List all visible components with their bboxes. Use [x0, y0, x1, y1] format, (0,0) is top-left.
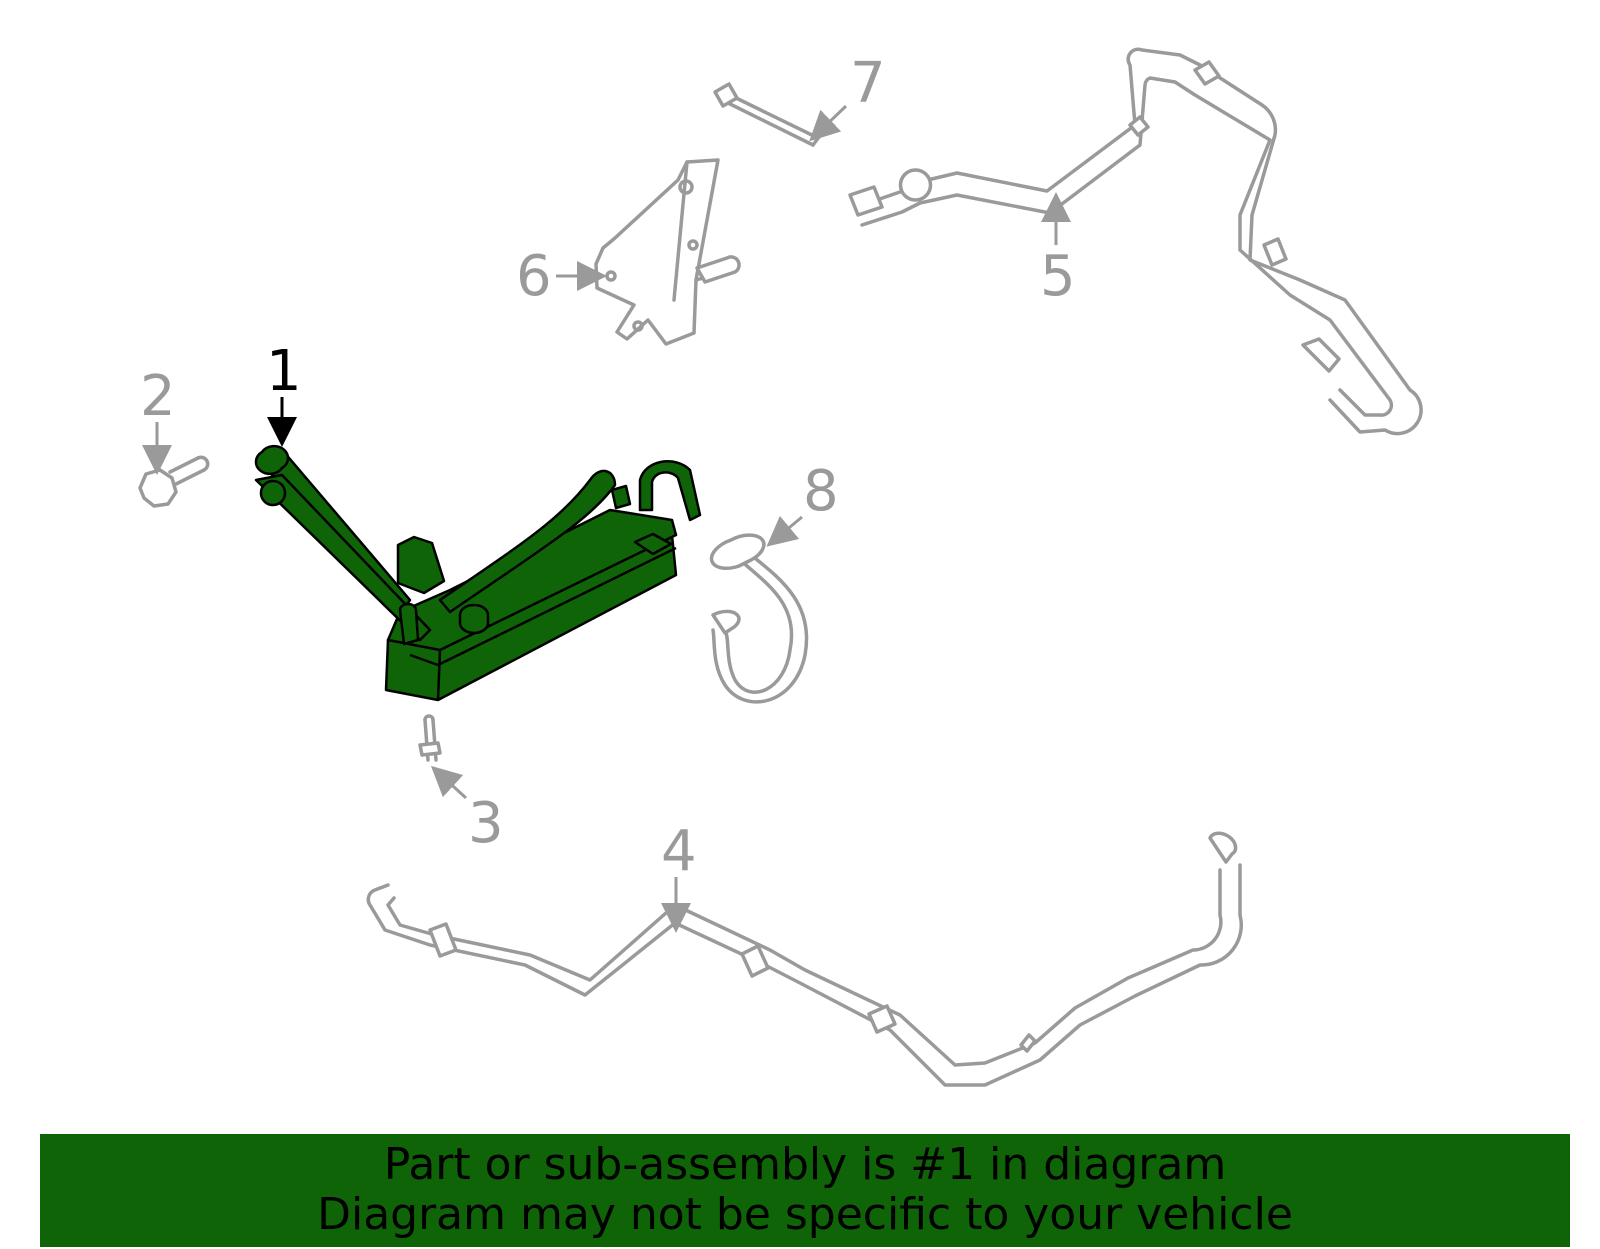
part-7-bolt [713, 82, 821, 147]
svg-text:1: 1 [266, 339, 302, 404]
callout-8: 8 [766, 459, 839, 547]
svg-text:8: 8 [803, 459, 839, 524]
banner-line-2: Diagram may not be specific to your vehi… [317, 1189, 1293, 1240]
part-3-stud [418, 714, 442, 762]
banner-line-1: Part or sub-assembly is #1 in diagram [383, 1139, 1227, 1190]
part-8-hose [709, 533, 809, 704]
callout-5: 5 [1040, 192, 1076, 309]
svg-text:3: 3 [468, 791, 504, 856]
svg-text:7: 7 [850, 51, 886, 116]
info-banner: Part or sub-assembly is #1 in diagram Di… [40, 1134, 1570, 1247]
svg-text:5: 5 [1040, 244, 1076, 309]
svg-text:6: 6 [516, 244, 552, 309]
callout-2: 2 [140, 364, 176, 475]
svg-text:2: 2 [140, 364, 176, 429]
callout-4: 4 [661, 819, 697, 933]
callout-7: 7 [809, 51, 886, 142]
part-4-hose [366, 831, 1244, 1087]
part-6-bracket [594, 158, 741, 346]
callout-1: 1 [266, 339, 302, 447]
callout-3: 3 [430, 765, 504, 856]
part-2-bolt [138, 455, 210, 508]
part-1-oil-cooler [254, 444, 702, 702]
part-5-hose [848, 47, 1423, 436]
svg-text:4: 4 [661, 819, 697, 884]
callout-6: 6 [516, 244, 607, 309]
